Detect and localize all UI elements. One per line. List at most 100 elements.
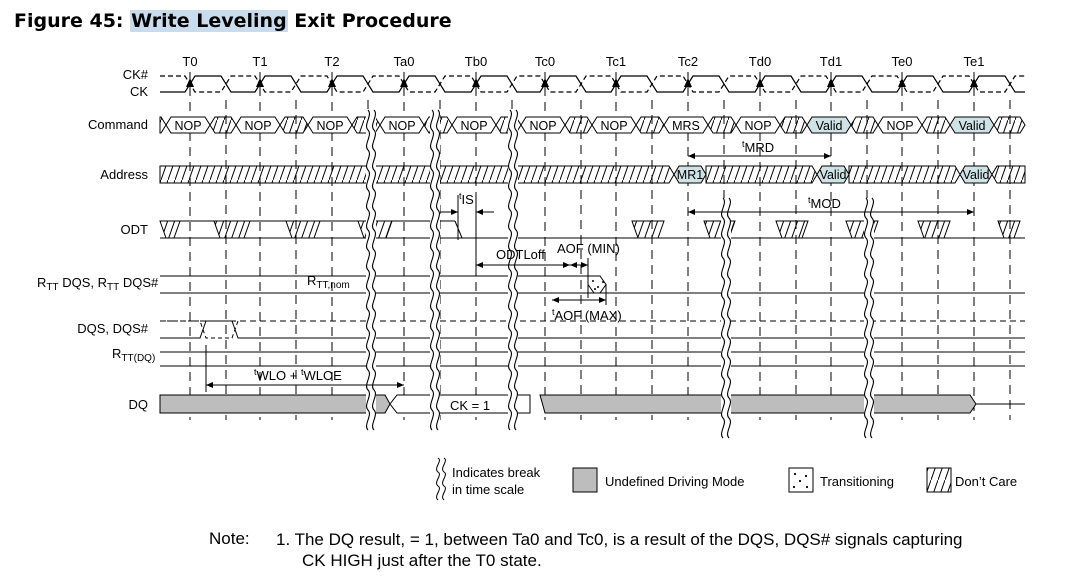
- legend-break-icon: [436, 457, 440, 501]
- signal-label-rtt-dqs: RTT DQS, RTT DQS#: [37, 275, 159, 293]
- t-prefix: t: [742, 139, 745, 149]
- command-dontcare: [564, 116, 593, 134]
- transition-dot: [592, 280, 594, 282]
- label-part: TT: [107, 282, 119, 293]
- clock-label-t0: T0: [182, 54, 197, 69]
- command-label: Valid: [959, 119, 986, 133]
- label-part: DQS#: [119, 275, 159, 290]
- rtt-dqs-transition: [587, 275, 607, 294]
- command-label: NOP: [460, 119, 487, 133]
- legend-dontcare-swatch: [926, 467, 952, 493]
- odt-dontcare: [917, 220, 951, 239]
- clock-label-td1: Td1: [820, 54, 842, 69]
- command-dontcare: [707, 116, 737, 134]
- legend-transition-swatch: [788, 467, 814, 493]
- label-part: WLOE: [303, 368, 342, 383]
- command-label: NOP: [600, 119, 627, 133]
- odtloff-arrow-head: [563, 262, 570, 268]
- ck-edge-arrow: [328, 78, 336, 87]
- command-dontcare: [159, 116, 167, 134]
- odt-dontcare: [997, 220, 1021, 239]
- ck-edge-arrow: [256, 78, 264, 87]
- clock-label-te1: Te1: [964, 54, 985, 69]
- command-label: NOP: [316, 119, 343, 133]
- label-part: t: [301, 367, 304, 377]
- label-part: t: [254, 367, 257, 377]
- clock-label-tc2: Tc2: [678, 54, 698, 69]
- signal-label-ck: CK: [130, 84, 148, 99]
- aofmin-arrow-head: [581, 262, 588, 268]
- command-dontcare: [921, 116, 951, 134]
- label-part: R: [37, 275, 46, 290]
- clock-label-te0: Te0: [892, 54, 913, 69]
- odt-dontcare: [213, 220, 251, 239]
- signal-label-ck-n: CK#: [123, 67, 149, 82]
- tmod-arrow-head: [688, 209, 695, 215]
- command-label: MRS: [672, 119, 700, 133]
- odtloff-label: ODTLoff: [496, 247, 545, 262]
- odt-dontcare: [159, 220, 181, 239]
- signal-label-odt: ODT: [121, 222, 149, 237]
- transition-dot: [805, 485, 809, 489]
- dq-high: [389, 394, 531, 414]
- clock-label-td0: Td0: [749, 54, 771, 69]
- tmrd-arrow-head: [688, 153, 695, 159]
- label-part: TT,nom: [316, 280, 349, 291]
- ck-edge-arrow: [756, 78, 764, 87]
- ck-edge-arrow: [684, 78, 692, 87]
- label-part: R: [307, 273, 316, 288]
- transition-dot: [793, 472, 797, 476]
- t-name: MRD: [745, 140, 775, 155]
- t-name: IS: [462, 192, 475, 207]
- figure-title-highlight: Write Leveling: [130, 10, 288, 32]
- command-label: NOP: [529, 119, 556, 133]
- command-dontcare: [993, 116, 1026, 134]
- break-line: [870, 197, 874, 439]
- address-dontcare: [848, 165, 961, 184]
- odt-dontcare: [285, 220, 321, 239]
- break-line: [508, 109, 512, 431]
- twlo-arrow-head: [206, 382, 213, 388]
- rtt-nom-label: RTT,nom: [307, 273, 350, 291]
- command-dontcare: [635, 116, 665, 134]
- break-mask: [430, 110, 440, 420]
- legend-break-label-2: in time scale: [452, 482, 524, 497]
- signal-label-dq: DQ: [129, 397, 149, 412]
- clock-label-tb0: Tb0: [465, 54, 487, 69]
- signal-label-address: Address: [100, 167, 148, 182]
- tmod-arrow-head: [967, 209, 974, 215]
- odtloff-arrow-head: [476, 262, 483, 268]
- command-label: NOP: [174, 119, 201, 133]
- clock-label-ta0: Ta0: [394, 54, 415, 69]
- legend-break-icon: [442, 457, 446, 501]
- address-label: Valid: [963, 168, 990, 182]
- command-label: NOP: [388, 119, 415, 133]
- ck-edge-arrow: [400, 78, 408, 87]
- break-line: [430, 109, 434, 431]
- legend-undefined-swatch: [572, 467, 598, 493]
- odt-dontcare: [775, 220, 809, 239]
- twlo-label: tWLO + tWLOE: [254, 367, 342, 383]
- break-line: [727, 197, 731, 439]
- transition-dot: [594, 288, 596, 290]
- dqs-n-pulse: [160, 320, 239, 339]
- break-line: [514, 109, 518, 431]
- address-label: MR1: [677, 168, 703, 182]
- odt-dontcare: [631, 220, 665, 239]
- break-mask: [366, 110, 376, 420]
- clock-label-tc0: Tc0: [535, 54, 555, 69]
- aof-min-label: AOF (MIN): [557, 241, 620, 256]
- aofmin-arrow-head: [570, 262, 577, 268]
- note-line-1: 1. The DQ result, = 1, between Ta0 and T…: [276, 530, 963, 549]
- clock-label-t2: T2: [324, 54, 339, 69]
- address-label: Valid: [820, 168, 847, 182]
- break-line: [372, 109, 376, 431]
- dqs-wave: [160, 320, 1025, 339]
- ck-edge-arrow: [898, 78, 906, 87]
- transition-dot: [597, 286, 599, 288]
- ck-edge-arrow: [186, 78, 194, 87]
- note-label: Note:: [209, 529, 250, 548]
- break-line: [721, 197, 725, 439]
- transition-dot: [602, 281, 604, 283]
